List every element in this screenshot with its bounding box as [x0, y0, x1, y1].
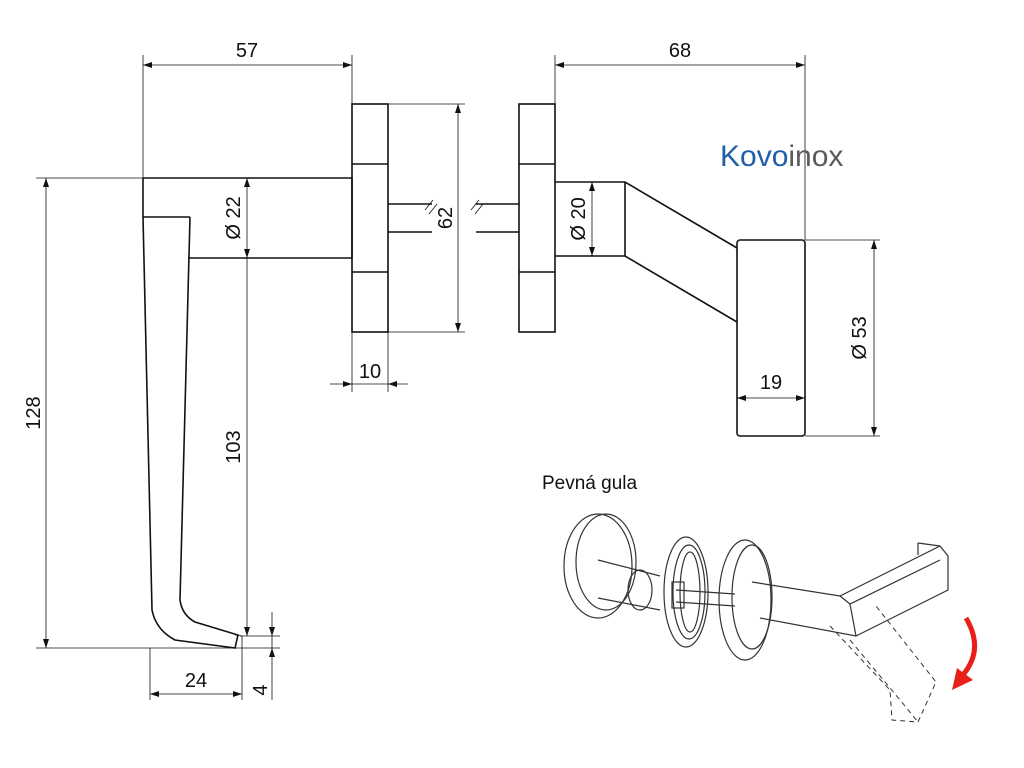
dim-handle-length: 57: [236, 40, 258, 62]
lever-blade: [142, 216, 239, 649]
dim-knob-width: 19: [760, 372, 782, 394]
right-spindle: [470, 199, 519, 233]
knob-body: [736, 239, 806, 437]
dim-rosette-diameter: 62: [435, 207, 457, 229]
brand-part-1: Kovo: [720, 140, 788, 173]
lever-tip-detail: [234, 634, 243, 649]
dim-lever-height: 103: [223, 430, 245, 463]
right-rosette: [518, 103, 556, 333]
dim-rosette-thickness: 10: [359, 361, 381, 383]
left-rosette: [351, 103, 389, 333]
brand-part-2: inox: [788, 140, 843, 173]
lever-top-cap: [142, 178, 190, 218]
dim-tip-width: 24: [185, 670, 207, 692]
dim-lever-diameter: Ø 22: [223, 196, 245, 239]
dim-knob-neck-diameter: Ø 20: [568, 197, 590, 240]
rotation-arrow: [960, 616, 978, 678]
dim-total-height: 128: [23, 396, 45, 429]
dim-rosette-to-knob: 68: [669, 40, 691, 62]
dim-knob-diameter: Ø 53: [849, 316, 871, 359]
dim-tip-thickness: 4: [250, 684, 272, 695]
left-spindle: [388, 199, 438, 233]
illustration-caption: Pevná gula: [542, 473, 638, 494]
brand-logo: Kovoinox: [720, 140, 843, 173]
knob-view: [470, 103, 806, 437]
lever-top-bar: [143, 177, 353, 259]
rotation-arrowhead: [952, 668, 973, 690]
dimension-lines: [36, 55, 880, 700]
lever-handle-view: [142, 103, 438, 649]
isometric-illustration: [563, 513, 978, 723]
